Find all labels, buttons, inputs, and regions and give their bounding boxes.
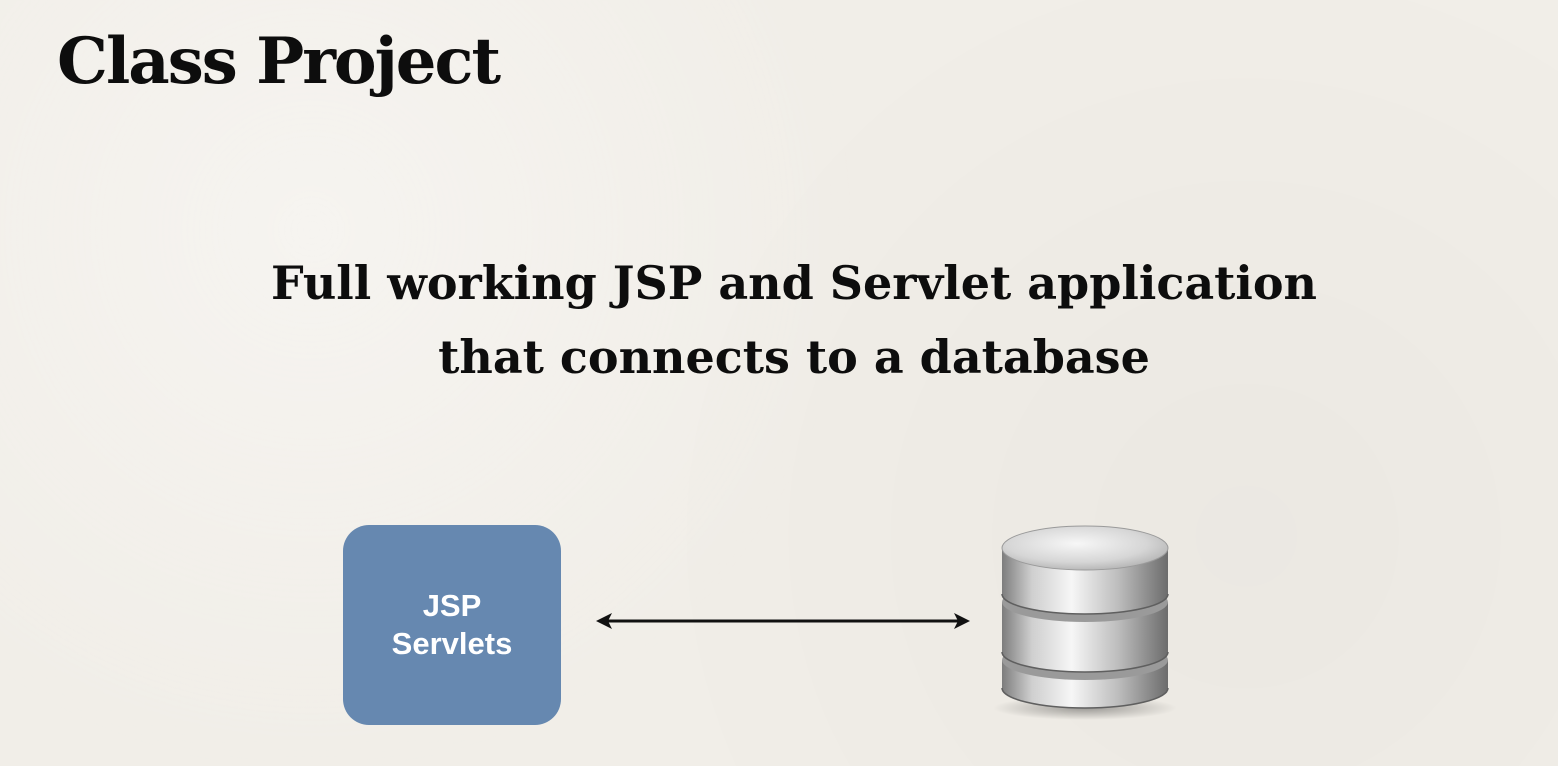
jsp-servlets-box: JSP Servlets: [343, 525, 561, 725]
app-box-line-1: JSP: [422, 588, 482, 623]
slide-title: Class Project: [57, 24, 501, 99]
database-icon: [993, 525, 1177, 720]
slide-subtitle: Full working JSP and Servlet application…: [0, 246, 1558, 394]
app-box-line-2: Servlets: [391, 626, 513, 661]
bidirectional-arrow: [596, 613, 970, 629]
subtitle-line-2: that connects to a database: [438, 330, 1150, 384]
subtitle-line-1: Full working JSP and Servlet application: [271, 256, 1317, 310]
